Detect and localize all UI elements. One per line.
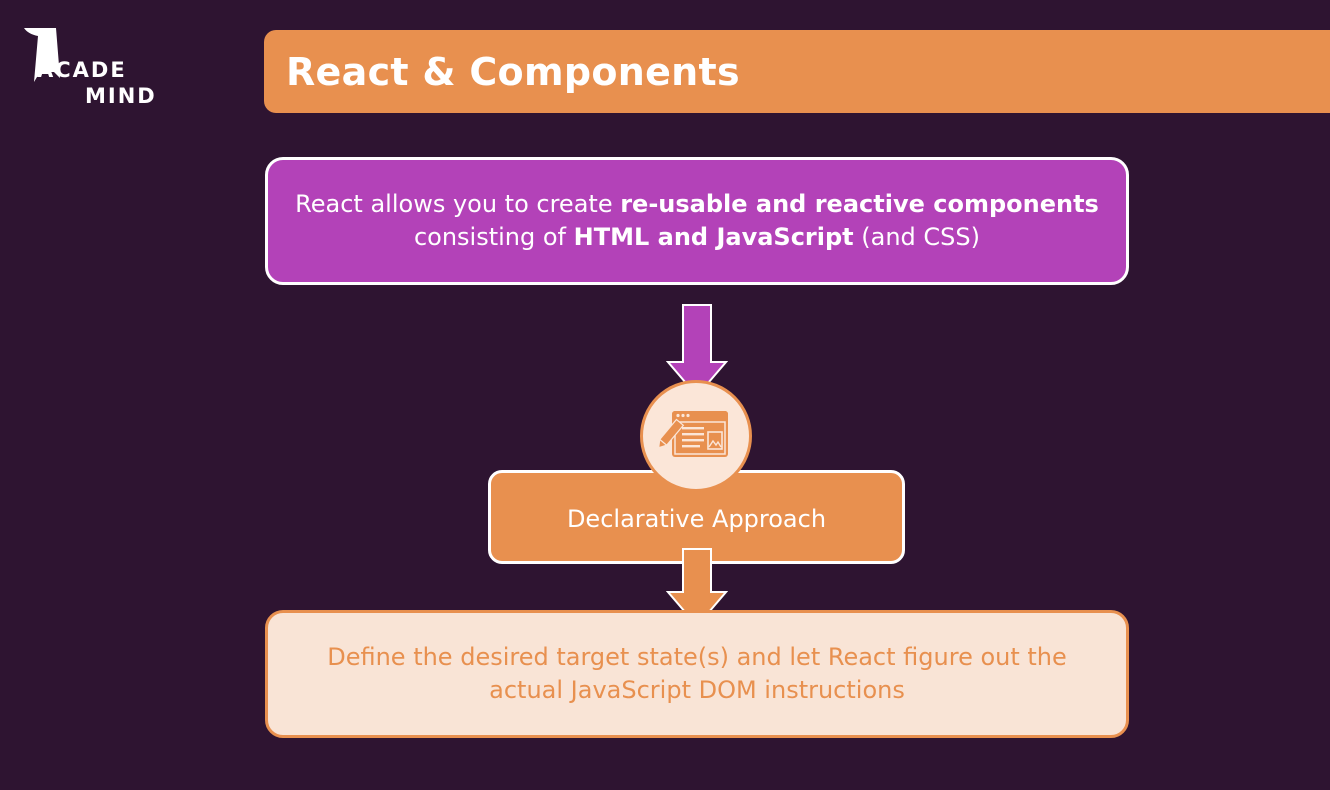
academind-logo: ACADE MIND (20, 26, 170, 110)
logo-text-line2: MIND (85, 84, 157, 108)
title-banner: React & Components (264, 30, 1330, 113)
browser-edit-icon-graphic (657, 411, 728, 457)
description-segment-3: consisting of (413, 223, 574, 251)
declarative-definition-text: Define the desired target state(s) and l… (327, 641, 1067, 707)
description-segment-1: React allows you to create (295, 190, 621, 218)
declarative-approach-label: Declarative Approach (566, 505, 827, 533)
description-segment-4: HTML and JavaScript (573, 223, 854, 251)
react-description-box: React allows you to create re-usable and… (265, 157, 1129, 285)
arrow-down-orange (666, 548, 728, 628)
arrow-down-purple (666, 304, 728, 398)
declarative-definition-box: Define the desired target state(s) and l… (265, 610, 1129, 738)
react-description-text: React allows you to create re-usable and… (295, 188, 1099, 254)
description-segment-5: (and CSS) (853, 223, 981, 251)
definition-line-1: Define the desired target state(s) and l… (327, 643, 1067, 671)
definition-line-2: actual JavaScript DOM instructions (489, 676, 905, 704)
logo-flag-icon (24, 28, 60, 82)
slide-title: React & Components (286, 49, 740, 94)
logo-text-line1: ACADE (37, 58, 127, 82)
description-segment-2: re-usable and reactive components (620, 190, 1099, 218)
web-document-edit-icon (640, 380, 752, 492)
